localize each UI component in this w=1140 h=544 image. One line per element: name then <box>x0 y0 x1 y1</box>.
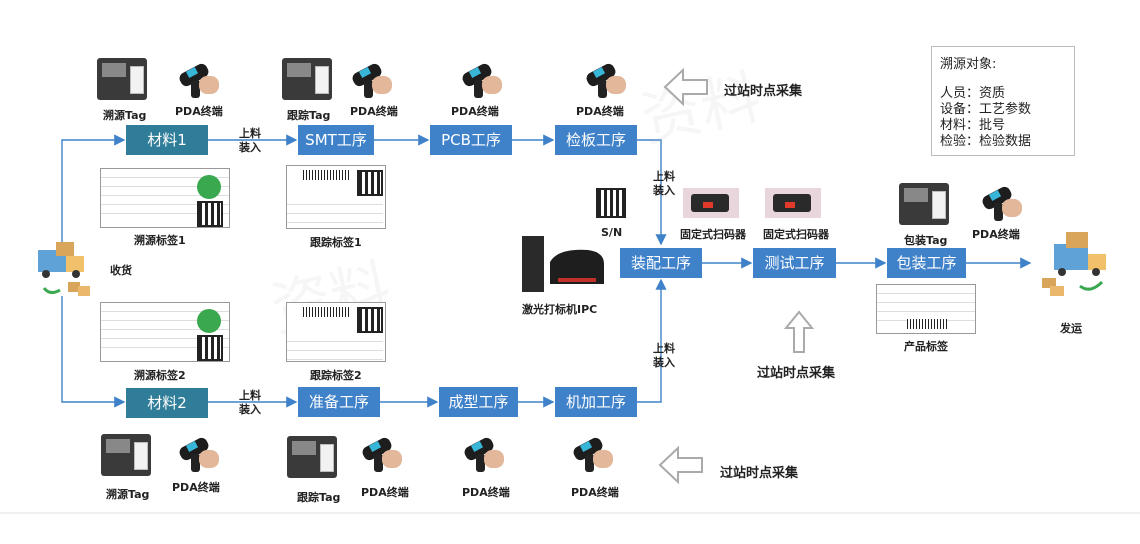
pda-label: PDA终端 <box>462 486 510 499</box>
label-printer <box>287 436 337 478</box>
fixed-scanner-label: 固定式扫码器 <box>763 228 829 241</box>
pda-label: PDA终端 <box>175 105 223 118</box>
pda-label: PDA终端 <box>361 486 409 499</box>
track-tag-label: 跟踪Tag <box>287 109 331 122</box>
legend-item: 检验：检验数据 <box>940 134 1032 149</box>
feed-label: 上料装入 <box>653 170 675 197</box>
trace-source-tag-label: 溯源Tag <box>103 109 147 122</box>
pda-terminal-image <box>175 435 221 476</box>
pda-label: PDA终端 <box>451 105 499 118</box>
source-label-2-caption: 溯源标签2 <box>134 369 186 382</box>
packing-process-box[interactable]: 包装工序 <box>887 248 966 278</box>
legend-item: 材料：批号 <box>940 118 1006 133</box>
label-printer <box>282 58 332 100</box>
inspection-process-box[interactable]: 检板工序 <box>555 125 637 155</box>
trace-objects-legend: 溯源对象: 人员：资质 设备：工艺参数 材料：批号 检验：检验数据 <box>931 46 1075 156</box>
shipping-label: 发运 <box>1060 322 1082 335</box>
pda-terminal-image <box>348 61 394 102</box>
assembly-process-box[interactable]: 装配工序 <box>620 248 702 278</box>
pcb-process-box[interactable]: PCB工序 <box>430 125 512 155</box>
forming-process-box[interactable]: 成型工序 <box>439 387 518 417</box>
sn-qr-code <box>596 188 626 218</box>
pda-label: PDA终端 <box>172 481 220 494</box>
fixed-scanner-label: 固定式扫码器 <box>680 228 746 241</box>
preparation-process-box[interactable]: 准备工序 <box>298 387 380 417</box>
pda-terminal-image <box>458 61 504 102</box>
trace-source-tag-label: 溯源Tag <box>106 488 150 501</box>
product-label-image <box>876 284 976 334</box>
receiving-truck-icon <box>38 242 90 296</box>
feed-label: 上料装入 <box>239 389 261 416</box>
label-printer <box>899 183 949 225</box>
track-tag-label: 跟踪Tag <box>297 491 341 504</box>
machining-process-box[interactable]: 机加工序 <box>555 387 637 417</box>
source-label-2-image <box>100 302 230 362</box>
pack-tag-label: 包装Tag <box>904 234 948 247</box>
pda-label: PDA终端 <box>972 228 1020 241</box>
material-2-box[interactable]: 材料2 <box>126 388 208 418</box>
pda-terminal-image <box>175 61 221 102</box>
label-printer <box>97 58 147 100</box>
source-label-1-image <box>100 168 230 228</box>
shipping-truck-icon <box>1042 232 1106 296</box>
pda-label: PDA终端 <box>576 105 624 118</box>
hollow-left-arrow-icon <box>663 68 708 106</box>
track-label-1-image <box>286 165 386 229</box>
pda-terminal-image <box>358 435 404 476</box>
hollow-left-arrow-icon <box>658 446 703 484</box>
feed-label: 上料装入 <box>653 342 675 369</box>
laser-marker-image <box>522 236 604 292</box>
sn-label: S/N <box>601 226 623 239</box>
receiving-label: 收货 <box>110 264 132 277</box>
checkpoint-label-middle: 过站时点采集 <box>757 366 836 381</box>
fixed-scanner-image <box>683 188 739 218</box>
legend-item: 设备：工艺参数 <box>940 102 1032 117</box>
pda-terminal-image <box>460 435 506 476</box>
legend-item: 人员：资质 <box>940 86 1006 101</box>
pda-terminal-image <box>582 61 628 102</box>
pda-terminal-image <box>569 435 615 476</box>
feed-label: 上料装入 <box>239 127 261 154</box>
source-label-1-caption: 溯源标签1 <box>134 234 186 247</box>
hollow-up-arrow-icon <box>784 310 814 353</box>
smt-process-box[interactable]: SMT工序 <box>298 125 374 155</box>
track-label-1-caption: 跟踪标签1 <box>310 236 362 249</box>
fixed-scanner-image <box>765 188 821 218</box>
track-label-2-image <box>286 302 386 362</box>
pda-label: PDA终端 <box>350 105 398 118</box>
checkpoint-label-bottom: 过站时点采集 <box>720 466 799 481</box>
label-printer <box>101 434 151 476</box>
track-label-2-caption: 跟踪标签2 <box>310 369 362 382</box>
testing-process-box[interactable]: 测试工序 <box>753 248 836 278</box>
product-label-caption: 产品标签 <box>904 340 948 353</box>
material-1-box[interactable]: 材料1 <box>126 125 208 155</box>
pda-label: PDA终端 <box>571 486 619 499</box>
checkpoint-label-top: 过站时点采集 <box>724 84 803 99</box>
laser-marker-label: 激光打标机IPC <box>522 303 598 316</box>
legend-title: 溯源对象: <box>940 57 997 72</box>
pda-terminal-image <box>978 184 1024 225</box>
